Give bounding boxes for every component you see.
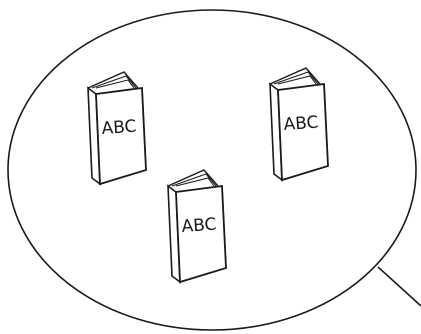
book-icon: ABC <box>88 72 146 184</box>
book-icon: ABC <box>270 68 328 180</box>
book-cover-label: ABC <box>283 113 319 135</box>
book-cover-label: ABC <box>181 215 217 237</box>
book-cover-label: ABC <box>101 117 137 139</box>
book-icon: ABC <box>168 170 226 282</box>
bubble-outline <box>8 10 416 330</box>
bubble-tail <box>378 267 421 306</box>
speech-bubble <box>8 10 421 330</box>
